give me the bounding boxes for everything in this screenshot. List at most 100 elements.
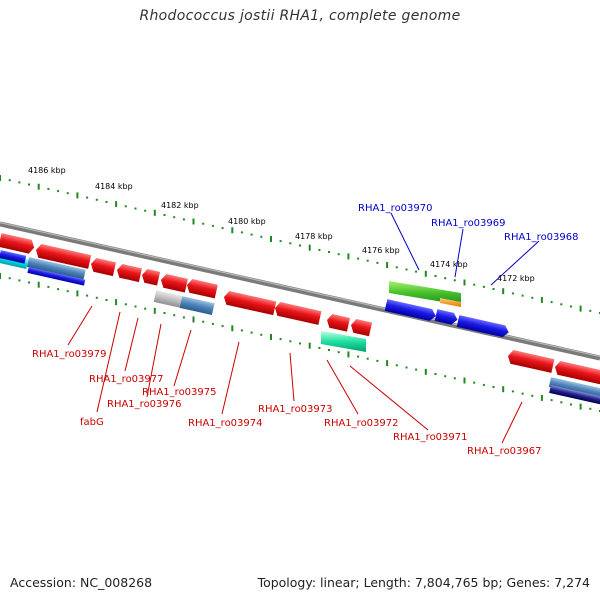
scale-minor-tick [376, 261, 379, 264]
gene-arrow[interactable] [115, 263, 142, 283]
gene-arrow[interactable] [0, 250, 27, 264]
scale-minor-tick [550, 301, 553, 304]
scale-minor-tick [211, 322, 214, 325]
scale-major-tick [115, 299, 118, 306]
gene-arrow[interactable] [506, 349, 555, 373]
gene-arrow[interactable] [153, 290, 183, 308]
scale-major-tick [76, 290, 79, 297]
gene-arrow[interactable] [548, 377, 600, 399]
gene-label[interactable]: fabG [80, 417, 104, 428]
scale-major-tick [386, 262, 389, 269]
scale-major-tick [347, 253, 350, 260]
gene-arrow[interactable] [26, 257, 86, 280]
gene-label[interactable]: RHA1_ro03976 [107, 399, 182, 410]
gene-arrow[interactable] [222, 290, 277, 316]
gene-arrow[interactable] [0, 233, 36, 254]
leader-lines-blue [390, 212, 540, 286]
scale-minor-tick [163, 214, 166, 216]
gene-label[interactable]: RHA1_ro03969 [431, 218, 506, 229]
scale-minor-tick [8, 179, 11, 182]
scale-minor-tick [250, 331, 253, 334]
gene-arrow[interactable] [89, 257, 116, 277]
kbp-label: 4172 kbp [497, 274, 535, 283]
scale-minor-tick [337, 351, 340, 354]
scale-major-tick [308, 342, 311, 349]
scale-minor-tick [328, 349, 330, 351]
scale-minor-tick [86, 294, 89, 297]
scale-minor-tick [221, 227, 224, 230]
gene-label[interactable]: RHA1_ro03972 [324, 418, 399, 429]
gene-arrow[interactable] [34, 243, 92, 269]
gene-arrow[interactable] [185, 278, 218, 299]
scale-lower [0, 273, 600, 412]
gene-arrow[interactable] [159, 273, 188, 293]
gene-arrow[interactable] [456, 315, 510, 338]
kbp-label: 4180 kbp [228, 217, 266, 226]
scale-minor-tick [250, 233, 253, 236]
scale-minor-tick [521, 392, 524, 395]
scale-minor-tick [124, 205, 127, 208]
kbp-labels: 4186 kbp 4184 kbp 4182 kbp 4180 kbp 4178… [28, 166, 535, 283]
scale-minor-tick [47, 187, 50, 190]
gene-arrow[interactable] [140, 268, 161, 286]
gene-arrow[interactable] [325, 313, 350, 332]
scale-minor-tick [415, 368, 418, 371]
gene-arrow[interactable] [549, 385, 600, 405]
gene-label[interactable]: RHA1_ro03973 [258, 404, 333, 415]
gene-arrow[interactable] [434, 309, 459, 326]
accession-text: Accession: NC_008268 [10, 575, 153, 590]
scale-minor-tick [473, 283, 476, 286]
gene-arrow[interactable] [273, 301, 322, 325]
gene-label[interactable]: RHA1_ro03979 [32, 349, 107, 360]
scale-minor-tick [221, 325, 224, 328]
scale-minor-tick [182, 316, 185, 319]
scale-minor-tick [66, 192, 69, 195]
gene-arrow[interactable] [27, 267, 86, 286]
gene-arrow[interactable] [553, 360, 600, 385]
gene-arrow[interactable] [384, 299, 437, 322]
kbp-label: 4184 kbp [95, 182, 133, 191]
scale-minor-tick [86, 196, 89, 199]
gene-label[interactable]: RHA1_ro03971 [393, 432, 468, 443]
gene-label[interactable]: RHA1_ro03968 [504, 232, 579, 243]
scale-major-tick [308, 244, 311, 251]
scale-major-tick [37, 281, 40, 288]
scale-minor-tick [589, 309, 592, 312]
scale-major-tick [0, 175, 1, 181]
gene-label[interactable]: RHA1_ro03970 [358, 203, 433, 214]
gene-arrow[interactable] [321, 331, 366, 352]
scale-minor-tick [105, 201, 108, 203]
scale-minor-tick [144, 307, 147, 310]
scale-minor-tick [453, 279, 456, 282]
scale-minor-tick [531, 394, 534, 397]
gene-label[interactable]: RHA1_ro03967 [467, 446, 542, 457]
gene-label[interactable]: RHA1_ro03977 [89, 374, 164, 385]
gene-label[interactable]: RHA1_ro03975 [142, 387, 217, 398]
gene-arrow[interactable] [349, 318, 373, 337]
scale-major-tick [115, 201, 118, 208]
scale-upper [0, 175, 600, 314]
scale-minor-tick [66, 290, 69, 293]
scale-major-tick [231, 325, 234, 332]
scale-minor-tick [521, 294, 524, 297]
scale-minor-tick [434, 373, 437, 375]
scale-minor-tick [260, 235, 263, 238]
scale-minor-tick [173, 314, 176, 317]
scale-minor-tick [289, 242, 292, 245]
gene-arrow[interactable] [179, 296, 215, 316]
gene-arrow[interactable] [440, 298, 461, 307]
gene-label[interactable]: RHA1_ro03974 [188, 418, 263, 429]
scale-major-tick [579, 305, 582, 312]
scale-minor-tick [570, 403, 572, 406]
kbp-label: 4174 kbp [430, 260, 468, 269]
scale-minor-tick [8, 277, 11, 280]
scale-minor-tick [560, 303, 563, 306]
scale-minor-tick [18, 181, 21, 184]
scale-minor-tick [299, 244, 301, 247]
scale-minor-tick [570, 305, 572, 308]
scale-major-tick [347, 351, 350, 358]
scale-minor-tick [415, 270, 418, 273]
scale-minor-tick [473, 381, 476, 384]
scale-minor-tick [18, 279, 21, 282]
scale-minor-tick [202, 222, 205, 225]
